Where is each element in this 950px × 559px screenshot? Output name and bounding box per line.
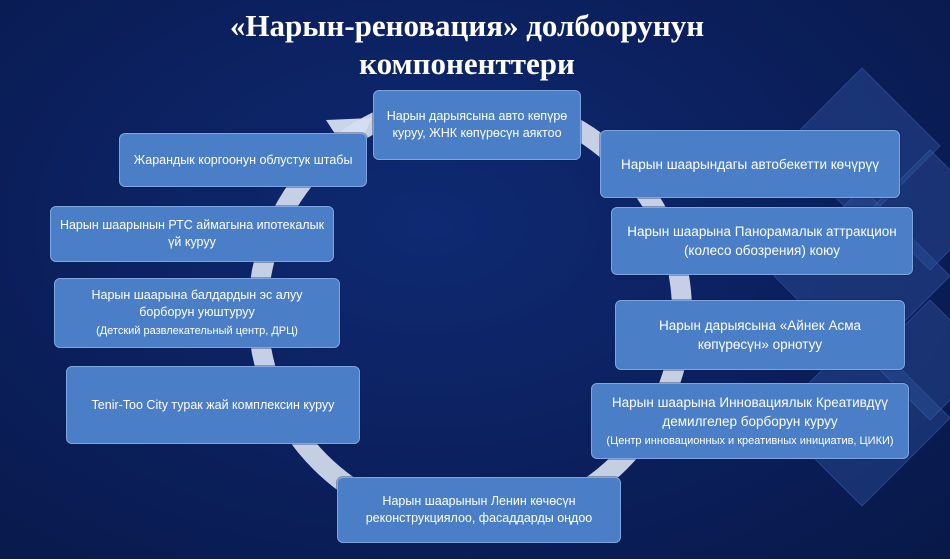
component-subtext: (Центр инновационных и креативных инициа… — [606, 435, 894, 447]
slide-title-line-2: компоненттери — [359, 46, 575, 81]
component-box-tenir-too: Tenir-Too City турак жай комплексин куру… — [66, 366, 360, 444]
component-box-mirror-bridge: Нарын дарыясына «Айнек Асма көпүрөсүн» о… — [615, 300, 905, 370]
component-text: Нарын шаарына Инновациялык Креативдүү де… — [611, 395, 889, 429]
component-text: Нарын шаарына балдардын эс алуу борборун… — [91, 288, 303, 319]
component-text: Нарын шаарынын Ленин көчөсүн реконструкц… — [365, 494, 593, 525]
component-box-mortgage: Нарын шаарынын РТС аймагына ипотекалык ү… — [50, 206, 334, 262]
component-box-lenin: Нарын шаарынын Ленин көчөсүн реконструкц… — [337, 477, 621, 543]
component-text: Нарын шаарынын РТС аймагына ипотекалык ү… — [59, 218, 325, 249]
component-text: Нарын шаарына Панорамалык аттракцион (ко… — [627, 224, 897, 258]
component-box-kids-center: Нарын шаарына балдардын эс алуу борборун… — [54, 278, 340, 348]
component-text: Нарын дарыясына авто көпүрө куруу, ЖНК к… — [386, 109, 568, 140]
component-box-bridge: Нарын дарыясына авто көпүрө куруу, ЖНК к… — [373, 90, 581, 160]
component-text: Жарандык коргоонун облустук штабы — [133, 152, 353, 167]
component-subtext: (Детский развлекательный центр, ДРЦ) — [96, 325, 298, 337]
component-box-civil-defense: Жарандык коргоонун облустук штабы — [119, 133, 367, 187]
component-box-panoramic: Нарын шаарына Панорамалык аттракцион (ко… — [611, 207, 913, 275]
slide-title-line-1: «Нарын-реновация» долбоорунун — [229, 8, 705, 43]
component-box-bus-station: Нарын шаарындагы автобекетти көчүрүү — [600, 130, 900, 198]
component-text: Нарын дарыясына «Айнек Асма көпүрөсүн» о… — [659, 318, 861, 352]
component-text: Tenir-Too City турак жай комплексин куру… — [91, 397, 335, 412]
component-box-innovation: Нарын шаарына Инновациялык Креативдүү де… — [591, 383, 909, 459]
component-text: Нарын шаарындагы автобекетти көчүрүү — [621, 156, 879, 172]
